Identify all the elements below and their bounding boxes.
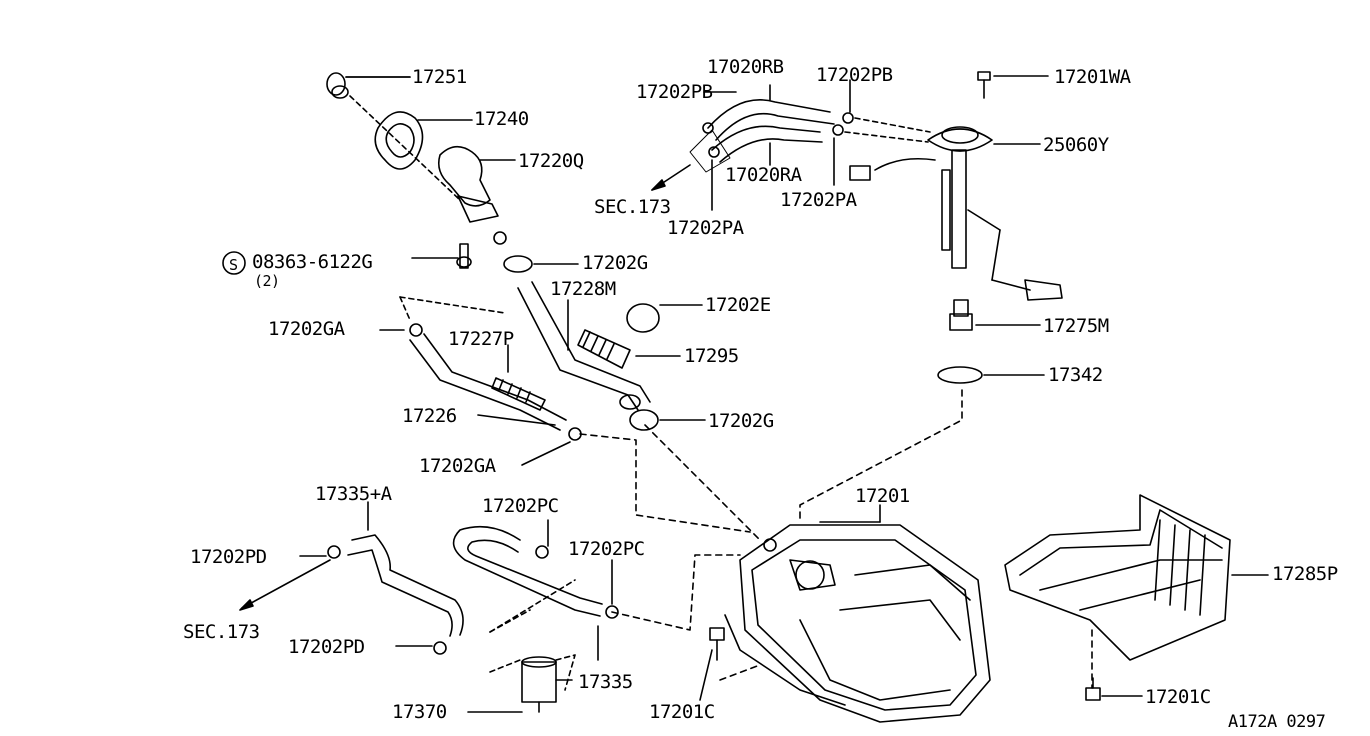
label-17342: 17342 [1048,364,1103,386]
label-17202G-top: 17202G [582,252,648,274]
screw-part [222,243,472,275]
label-17201C-left: 17201C [649,701,715,723]
label-17202GA-bottom: 17202GA [419,455,496,477]
label-17285P: 17285P [1272,563,1338,585]
filler-gasket-part [374,111,473,170]
s-symbol-letter: S [229,256,238,274]
label-17202PD-top: 17202PD [190,546,267,568]
label-17202PA-left: 17202PA [667,217,744,239]
label-08363-quantity: (2) [254,272,280,290]
label-17202G-bottom: 17202G [708,410,774,432]
label-17370: 17370 [392,701,447,723]
label-17202PA-right: 17202PA [780,189,857,211]
vent-hose-part [577,329,681,369]
sender-unit-part [937,299,1045,384]
label-17295: 17295 [684,345,739,367]
label-17202PC-top: 17202PC [482,495,559,517]
fuel-pump-assembly-part [849,71,1063,301]
label-sec173-top: SEC.173 [594,196,671,218]
label-17335-plus-A: 17335+A [315,483,392,505]
label-17220Q: 17220Q [518,150,584,172]
label-17251: 17251 [412,66,467,88]
label-sec173-bottom: SEC.173 [183,621,260,643]
heat-shield-part [1004,494,1269,701]
assembly-guide-lines [579,389,1093,689]
label-17201: 17201 [855,485,910,507]
breather-tube-part [379,296,582,466]
filler-neck-part [349,95,516,245]
diagram-reference-code: A172A 0297 [1228,712,1326,732]
label-17202PD-bottom: 17202PD [288,636,365,658]
label-17020RA: 17020RA [725,164,802,186]
label-17202PB-left: 17202PB [636,81,713,103]
label-17201C-right: 17201C [1145,686,1211,708]
label-17240: 17240 [474,108,529,130]
check-valve-part [467,654,576,713]
label-17228M: 17228M [550,278,616,300]
filler-hose-part [503,255,706,431]
evap-tube-part [452,519,619,661]
label-17201WA: 17201WA [1054,66,1131,88]
label-17202GA-top: 17202GA [268,318,345,340]
label-17275M: 17275M [1043,315,1109,337]
clamp-e-part [626,303,703,333]
label-17202E: 17202E [705,294,771,316]
label-17335: 17335 [578,671,633,693]
label-17226: 17226 [402,405,457,427]
fuel-tank-part [699,504,991,723]
vent-hose-rb-ra-part [651,79,931,211]
evap-tube-a-part [239,501,464,655]
label-17202PB-right: 17202PB [816,64,893,86]
label-08363-screw: 08363-6122G [252,251,373,273]
label-17020RB: 17020RB [707,56,784,78]
label-17202PC-right: 17202PC [568,538,645,560]
label-17227P: 17227P [448,328,514,350]
label-25060Y: 25060Y [1043,134,1109,156]
